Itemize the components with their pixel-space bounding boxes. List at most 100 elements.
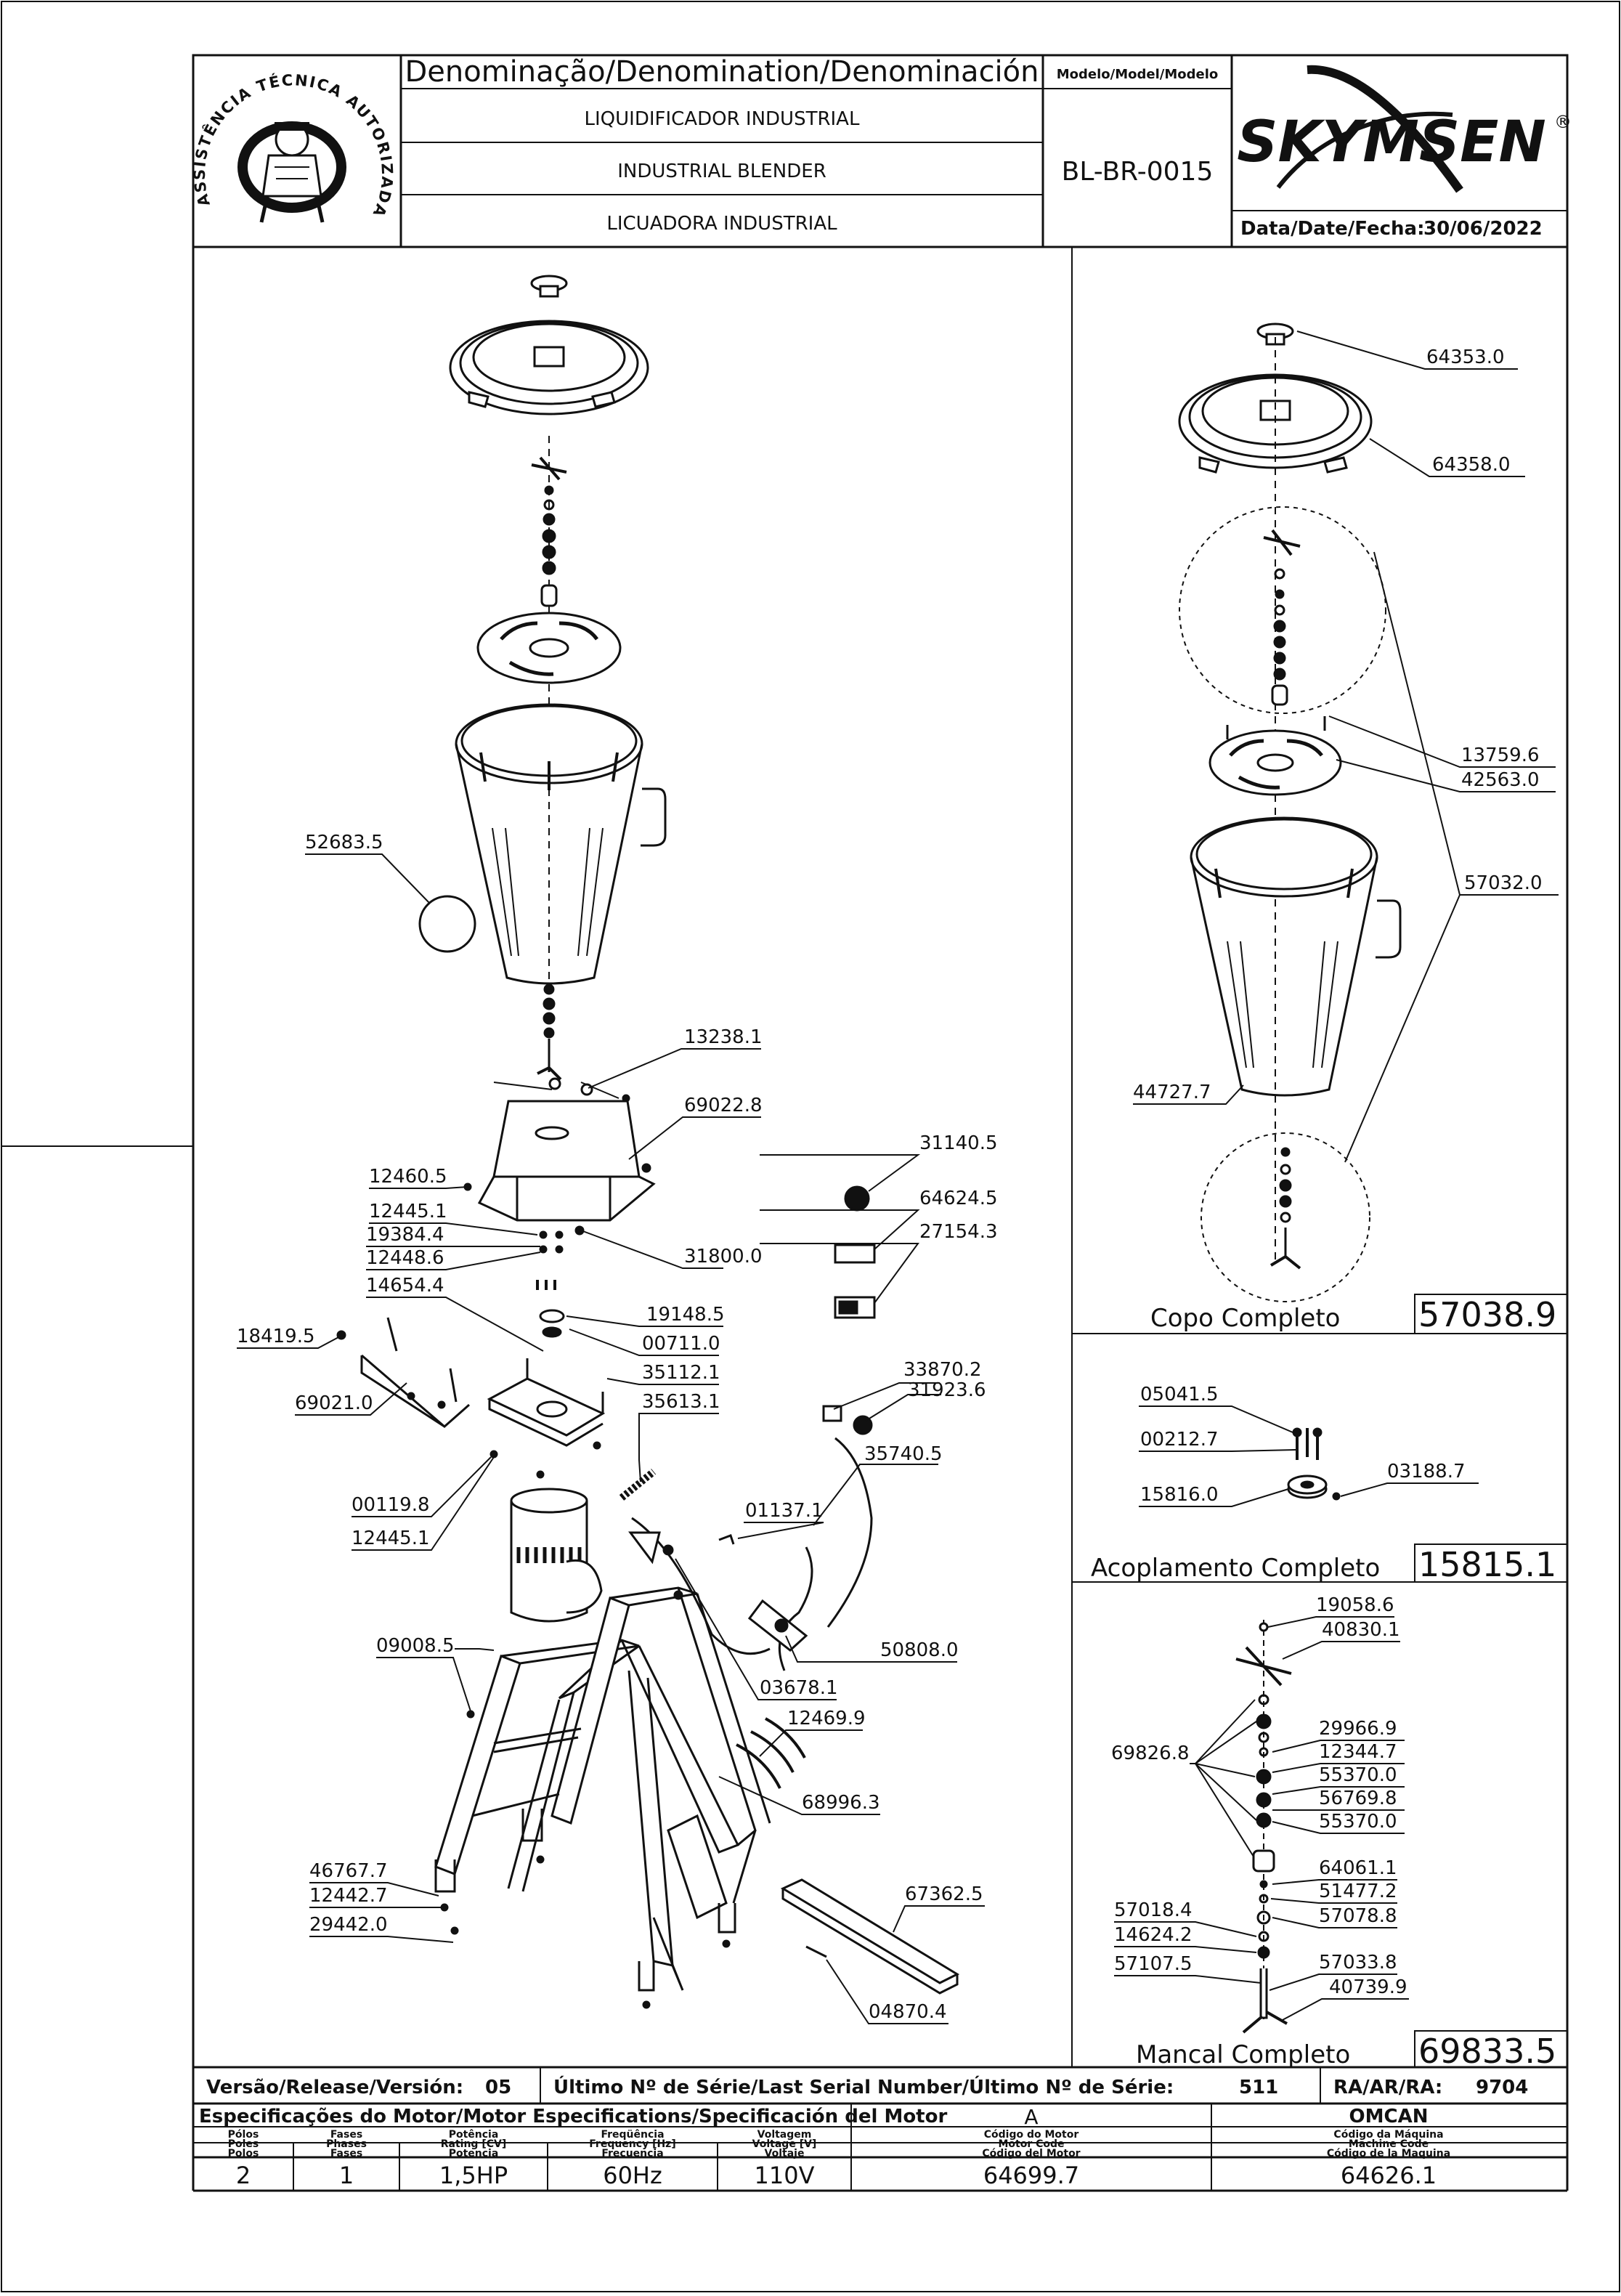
main-exploded-view xyxy=(336,275,960,2009)
assembly-code-box xyxy=(1414,1543,1568,1583)
phases-header-es: Fases xyxy=(330,2148,362,2159)
part-label: 19058.6 xyxy=(1316,1594,1394,1616)
blender-jar xyxy=(455,703,667,985)
part-label: 12445.1 xyxy=(352,1528,430,1549)
part-label: 04870.4 xyxy=(869,2001,947,2023)
frequency-header-en: Frequency [Hz] xyxy=(589,2138,675,2150)
cup-assembly-drawing xyxy=(1178,323,1402,1302)
voltage-header-en: Voltage [V] xyxy=(752,2138,817,2150)
part-label: 64624.5 xyxy=(919,1188,998,1209)
part-label: 29442.0 xyxy=(309,1914,388,1936)
authorized-assistance-logo: ASSISTÊNCIA TÉCNICA AUTORIZADA xyxy=(191,71,394,223)
part-label: 19148.5 xyxy=(646,1304,725,1326)
part-label: 01137.1 xyxy=(745,1500,824,1522)
product-name-en: INDUSTRIAL BLENDER xyxy=(617,161,826,182)
part-label: 00119.8 xyxy=(352,1494,430,1516)
part-label: 57078.8 xyxy=(1319,1905,1397,1927)
motor-base-plate xyxy=(487,1358,606,1479)
part-label: 31800.0 xyxy=(684,1246,763,1267)
motor xyxy=(510,1488,603,1623)
sealing-plate xyxy=(476,612,622,684)
part-label: 56769.8 xyxy=(1319,1788,1397,1809)
model-number: BL-BR-0015 xyxy=(1062,157,1214,187)
part-label: 44727.7 xyxy=(1133,1082,1211,1103)
part-label: 12460.5 xyxy=(369,1166,447,1188)
spec-headers: Pólos Poles Polos Fases Phases Fases Pot… xyxy=(228,2129,1450,2159)
voltage-header-pt: Voltagem xyxy=(757,2129,812,2141)
part-label: 12442.7 xyxy=(309,1885,388,1907)
part-label: 69021.0 xyxy=(295,1392,373,1414)
part-label: 55370.0 xyxy=(1319,1764,1397,1786)
machine-code-header-es: Código de la Maquina xyxy=(1327,2148,1450,2159)
rubber-strips xyxy=(736,1717,806,1789)
motor-code-header-es: Código del Motor xyxy=(982,2148,1080,2159)
assembly-code: 69833.5 xyxy=(1418,2032,1556,2071)
drip-rail xyxy=(780,1878,960,1995)
part-label: 03188.7 xyxy=(1387,1461,1466,1482)
part-label: 14624.2 xyxy=(1114,1924,1193,1946)
part-label: 13759.6 xyxy=(1461,745,1540,766)
footer-table-grid xyxy=(192,2066,1569,2192)
blade-stack xyxy=(531,456,567,607)
part-label: 13238.1 xyxy=(684,1026,763,1048)
poles-header-en: Poles xyxy=(228,2138,259,2150)
poles-header-pt: Pólos xyxy=(228,2129,259,2141)
phases-value: 1 xyxy=(339,2162,354,2189)
power-value: 1,5HP xyxy=(439,2162,508,2189)
registered-mark: ® xyxy=(1554,112,1572,132)
motor-spec-value: A xyxy=(1024,2105,1038,2129)
product-name-pt: LIQUIDIFICADOR INDUSTRIAL xyxy=(585,108,860,130)
label-blank xyxy=(834,1244,876,1264)
phases-header-pt: Fases xyxy=(330,2129,362,2141)
stand-frame xyxy=(434,1586,771,2009)
motor-code-header-pt: Código do Motor xyxy=(984,2129,1079,2141)
lid xyxy=(449,275,649,415)
part-label: 05041.5 xyxy=(1140,1384,1219,1405)
part-label: 57018.4 xyxy=(1114,1899,1193,1921)
spring xyxy=(619,1469,657,1501)
bearing-assembly-drawing xyxy=(1235,1620,1292,2034)
coupling-assembly-drawing xyxy=(1287,1427,1341,1501)
part-label: 57107.5 xyxy=(1114,1953,1193,1975)
part-label: 35613.1 xyxy=(642,1391,720,1413)
leader-lines xyxy=(237,853,985,2024)
serial-value: 511 xyxy=(1239,2077,1278,2098)
voltage-header-es: Voltaje xyxy=(765,2148,805,2159)
ra-label: RA/AR/RA: xyxy=(1333,2077,1442,2098)
coupling-assembly-labels: 05041.5 00212.7 15816.0 03188.7 Acoplame… xyxy=(1091,1384,1568,1584)
part-label: 40739.9 xyxy=(1329,1976,1407,1998)
omcan-label: OMCAN xyxy=(1349,2106,1429,2127)
part-label: 40830.1 xyxy=(1322,1619,1400,1641)
part-label: 55370.0 xyxy=(1319,1811,1397,1833)
rubber-foot xyxy=(844,1185,870,1212)
brand-name: SKYMSEN xyxy=(1237,110,1545,175)
fastener-stack xyxy=(536,1225,585,1338)
part-label: 46767.7 xyxy=(309,1860,388,1882)
voltage-value: 110V xyxy=(755,2162,815,2189)
assembly-name: Acoplamento Completo xyxy=(1091,1554,1380,1583)
frequency-header-pt: Freqüência xyxy=(601,2129,664,2141)
lower-blade-stack xyxy=(537,983,562,1081)
part-label: 00212.7 xyxy=(1140,1429,1219,1451)
part-label: 12445.1 xyxy=(369,1201,447,1222)
bearing-assembly-labels: 19058.6 40830.1 69826.8 29966.9 12344.7 … xyxy=(1111,1594,1568,2071)
part-label: 14654.4 xyxy=(366,1275,444,1297)
part-label: 68996.3 xyxy=(802,1792,880,1814)
part-label: 03678.1 xyxy=(760,1677,838,1699)
assembly-code: 15815.1 xyxy=(1418,1545,1556,1584)
ra-value: 9704 xyxy=(1476,2077,1528,2098)
part-label: 35740.5 xyxy=(864,1443,943,1465)
cup-assembly-leaders xyxy=(1133,330,1559,1163)
part-label: 69022.8 xyxy=(684,1095,763,1116)
date-label: Data/Date/Fecha: xyxy=(1240,218,1425,240)
part-label: 18419.5 xyxy=(237,1326,315,1347)
part-label: 09008.5 xyxy=(376,1635,455,1657)
part-label: 12448.6 xyxy=(366,1247,444,1269)
assembly-name: Mancal Completo xyxy=(1136,2040,1350,2069)
cup-assembly-labels: 64353.0 64358.0 13759.6 42563.0 57032.0 … xyxy=(1133,346,1568,1334)
power-header-en: Rating [CV] xyxy=(441,2138,507,2150)
part-label: 57032.0 xyxy=(1464,872,1543,894)
power-header-es: Potencia xyxy=(449,2148,499,2159)
part-label: 19384.4 xyxy=(366,1224,444,1246)
